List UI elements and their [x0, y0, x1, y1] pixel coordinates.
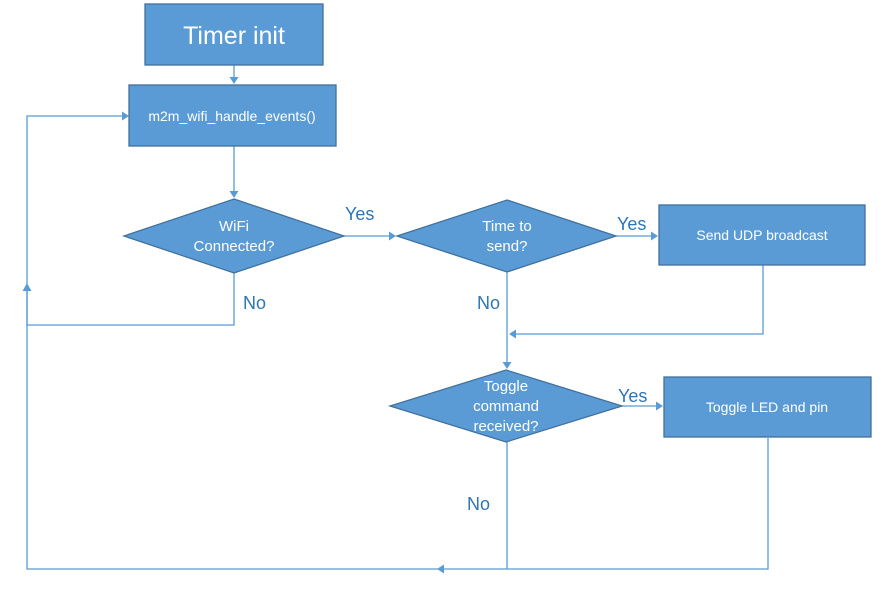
connector-toggle-led-return [26, 290, 769, 570]
arrowhead-send-udp-return [509, 329, 516, 339]
arrowhead-events-to-wifi [229, 191, 239, 198]
time-no-label: No [477, 293, 500, 313]
timer-init-box [144, 3, 324, 66]
arrowhead-left-return [22, 283, 32, 291]
send-udp-label: Send UDP broadcast [696, 227, 827, 243]
time-to-send-label-line2: send? [487, 238, 528, 255]
send-udp-box [658, 204, 866, 266]
arrowhead-timer-to-events [229, 77, 239, 84]
arrowhead-toggle-yes [656, 401, 663, 411]
wifi-connected-diamond [121, 198, 347, 274]
arrowhead-junction-to-toggle [502, 362, 512, 369]
node-toggle-received: Toggle command received? [387, 369, 625, 443]
arrowhead-bottom-return [437, 564, 444, 574]
node-toggle-led: Toggle LED and pin [663, 376, 872, 438]
handle-events-box [128, 84, 337, 147]
toggle-received-label-line1: Toggle [484, 378, 528, 395]
node-send-udp: Send UDP broadcast [658, 204, 866, 266]
node-timer-init: Timer init [144, 3, 324, 66]
connector-send-udp-return [515, 265, 764, 335]
arrowhead-time-yes [651, 231, 658, 241]
toggle-led-label: Toggle LED and pin [706, 399, 828, 415]
wifi-yes-label: Yes [345, 204, 374, 224]
time-yes-label: Yes [617, 214, 646, 234]
time-to-send-label-line1: Time to [482, 218, 531, 235]
wifi-no-label: No [243, 293, 266, 313]
node-handle-events: m2m_wifi_handle_events() [128, 84, 337, 147]
time-to-send-diamond [394, 199, 619, 273]
timer-init-label: Timer init [183, 22, 285, 50]
arrowhead-wifi-no-loop [122, 111, 129, 121]
node-wifi-connected: WiFi Connected? [121, 198, 347, 274]
node-time-to-send: Time to send? [394, 199, 619, 273]
wifi-connected-label-line1: WiFi [219, 218, 249, 235]
toggle-led-box [663, 376, 872, 438]
toggle-received-diamond [387, 369, 625, 443]
edge-labels: Yes No Yes No Yes No [243, 204, 647, 514]
toggle-received-label-line3: received? [473, 418, 538, 435]
wifi-connected-label-line2: Connected? [194, 238, 275, 255]
handle-events-label: m2m_wifi_handle_events() [148, 108, 315, 124]
toggle-received-label-line2: command [473, 398, 539, 415]
arrowhead-wifi-yes [389, 231, 396, 241]
toggle-no-label: No [467, 494, 490, 514]
connectors [22, 65, 769, 574]
toggle-yes-label: Yes [618, 386, 647, 406]
